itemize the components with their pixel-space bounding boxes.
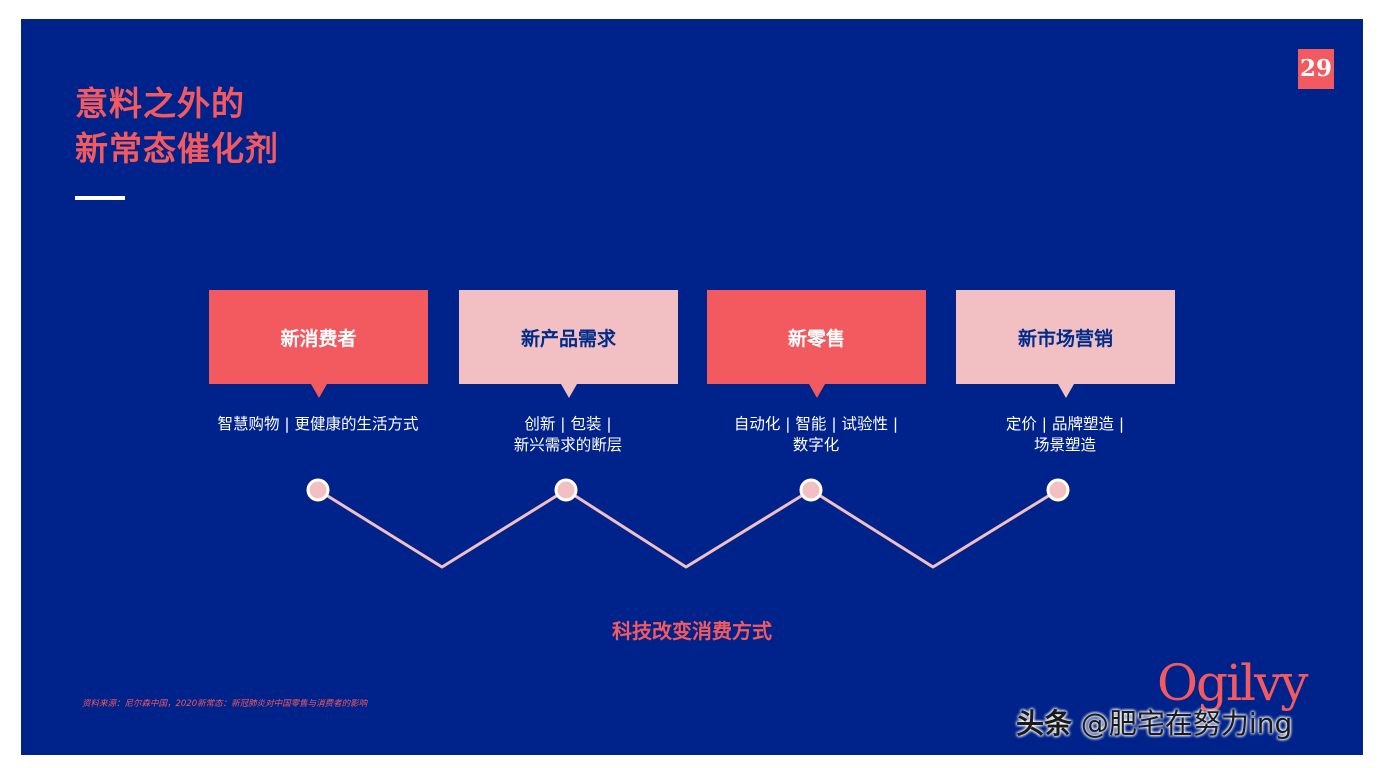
source-note: 资料来源：尼尔森中国，2020新常态：新冠肺炎对中国零售与消费者的影响 (82, 699, 368, 709)
card-new-product-demand: 新产品需求 (459, 290, 678, 384)
watermark-handle: @肥宅在努力ing (1080, 707, 1293, 740)
card-label: 新零售 (787, 327, 845, 350)
watermark-brand: 头条 (1016, 707, 1073, 740)
slide-title: 意料之外的 新常态催化剂 (75, 81, 279, 171)
timeline-node (1046, 478, 1070, 502)
card-new-retail: 新零售 (707, 290, 926, 384)
card-description: 自动化 | 智能 | 试验性 | 数字化 (686, 414, 946, 456)
description-line-1: 创新 | 包装 | (524, 415, 612, 433)
timeline-node (554, 478, 578, 502)
title-underline (75, 196, 125, 200)
card-label: 新市场营销 (1017, 327, 1113, 350)
description-line-1: 智慧购物 | 更健康的生活方式 (217, 415, 419, 433)
center-caption: 科技改变消费方式 (612, 619, 772, 643)
zigzag-line (317, 488, 1059, 569)
description-line-1: 自动化 | 智能 | 试验性 | (733, 415, 899, 433)
title-line-2: 新常态催化剂 (75, 129, 279, 168)
zigzag-connector (306, 478, 1070, 569)
card-new-consumer: 新消费者 (209, 290, 428, 384)
card-description: 定价 | 品牌塑造 | 场景塑造 (935, 414, 1195, 456)
title-line-1: 意料之外的 (75, 84, 245, 123)
timeline-node (306, 478, 330, 502)
toutiao-watermark: 头条 @肥宅在努力ing (1016, 704, 1292, 744)
slide: 意料之外的 新常态催化剂 29 新消费者 新产品需求 新零售 新市场营销 智慧购… (21, 19, 1363, 755)
ogilvy-logo: Ogilvy (1157, 654, 1308, 712)
description-line-2: 新兴需求的断层 (513, 436, 623, 454)
card-label: 新消费者 (280, 327, 357, 350)
timeline-node (799, 478, 823, 502)
card-description: 创新 | 包装 | 新兴需求的断层 (438, 414, 698, 456)
card-label: 新产品需求 (520, 327, 616, 350)
description-line-1: 定价 | 品牌塑造 | (1005, 415, 1125, 433)
page-number-badge: 29 (1298, 49, 1334, 89)
description-line-2: 数字化 (792, 436, 840, 454)
description-line-2: 场景塑造 (1033, 436, 1096, 454)
card-description: 智慧购物 | 更健康的生活方式 (188, 414, 448, 435)
card-new-marketing: 新市场营销 (956, 290, 1175, 384)
